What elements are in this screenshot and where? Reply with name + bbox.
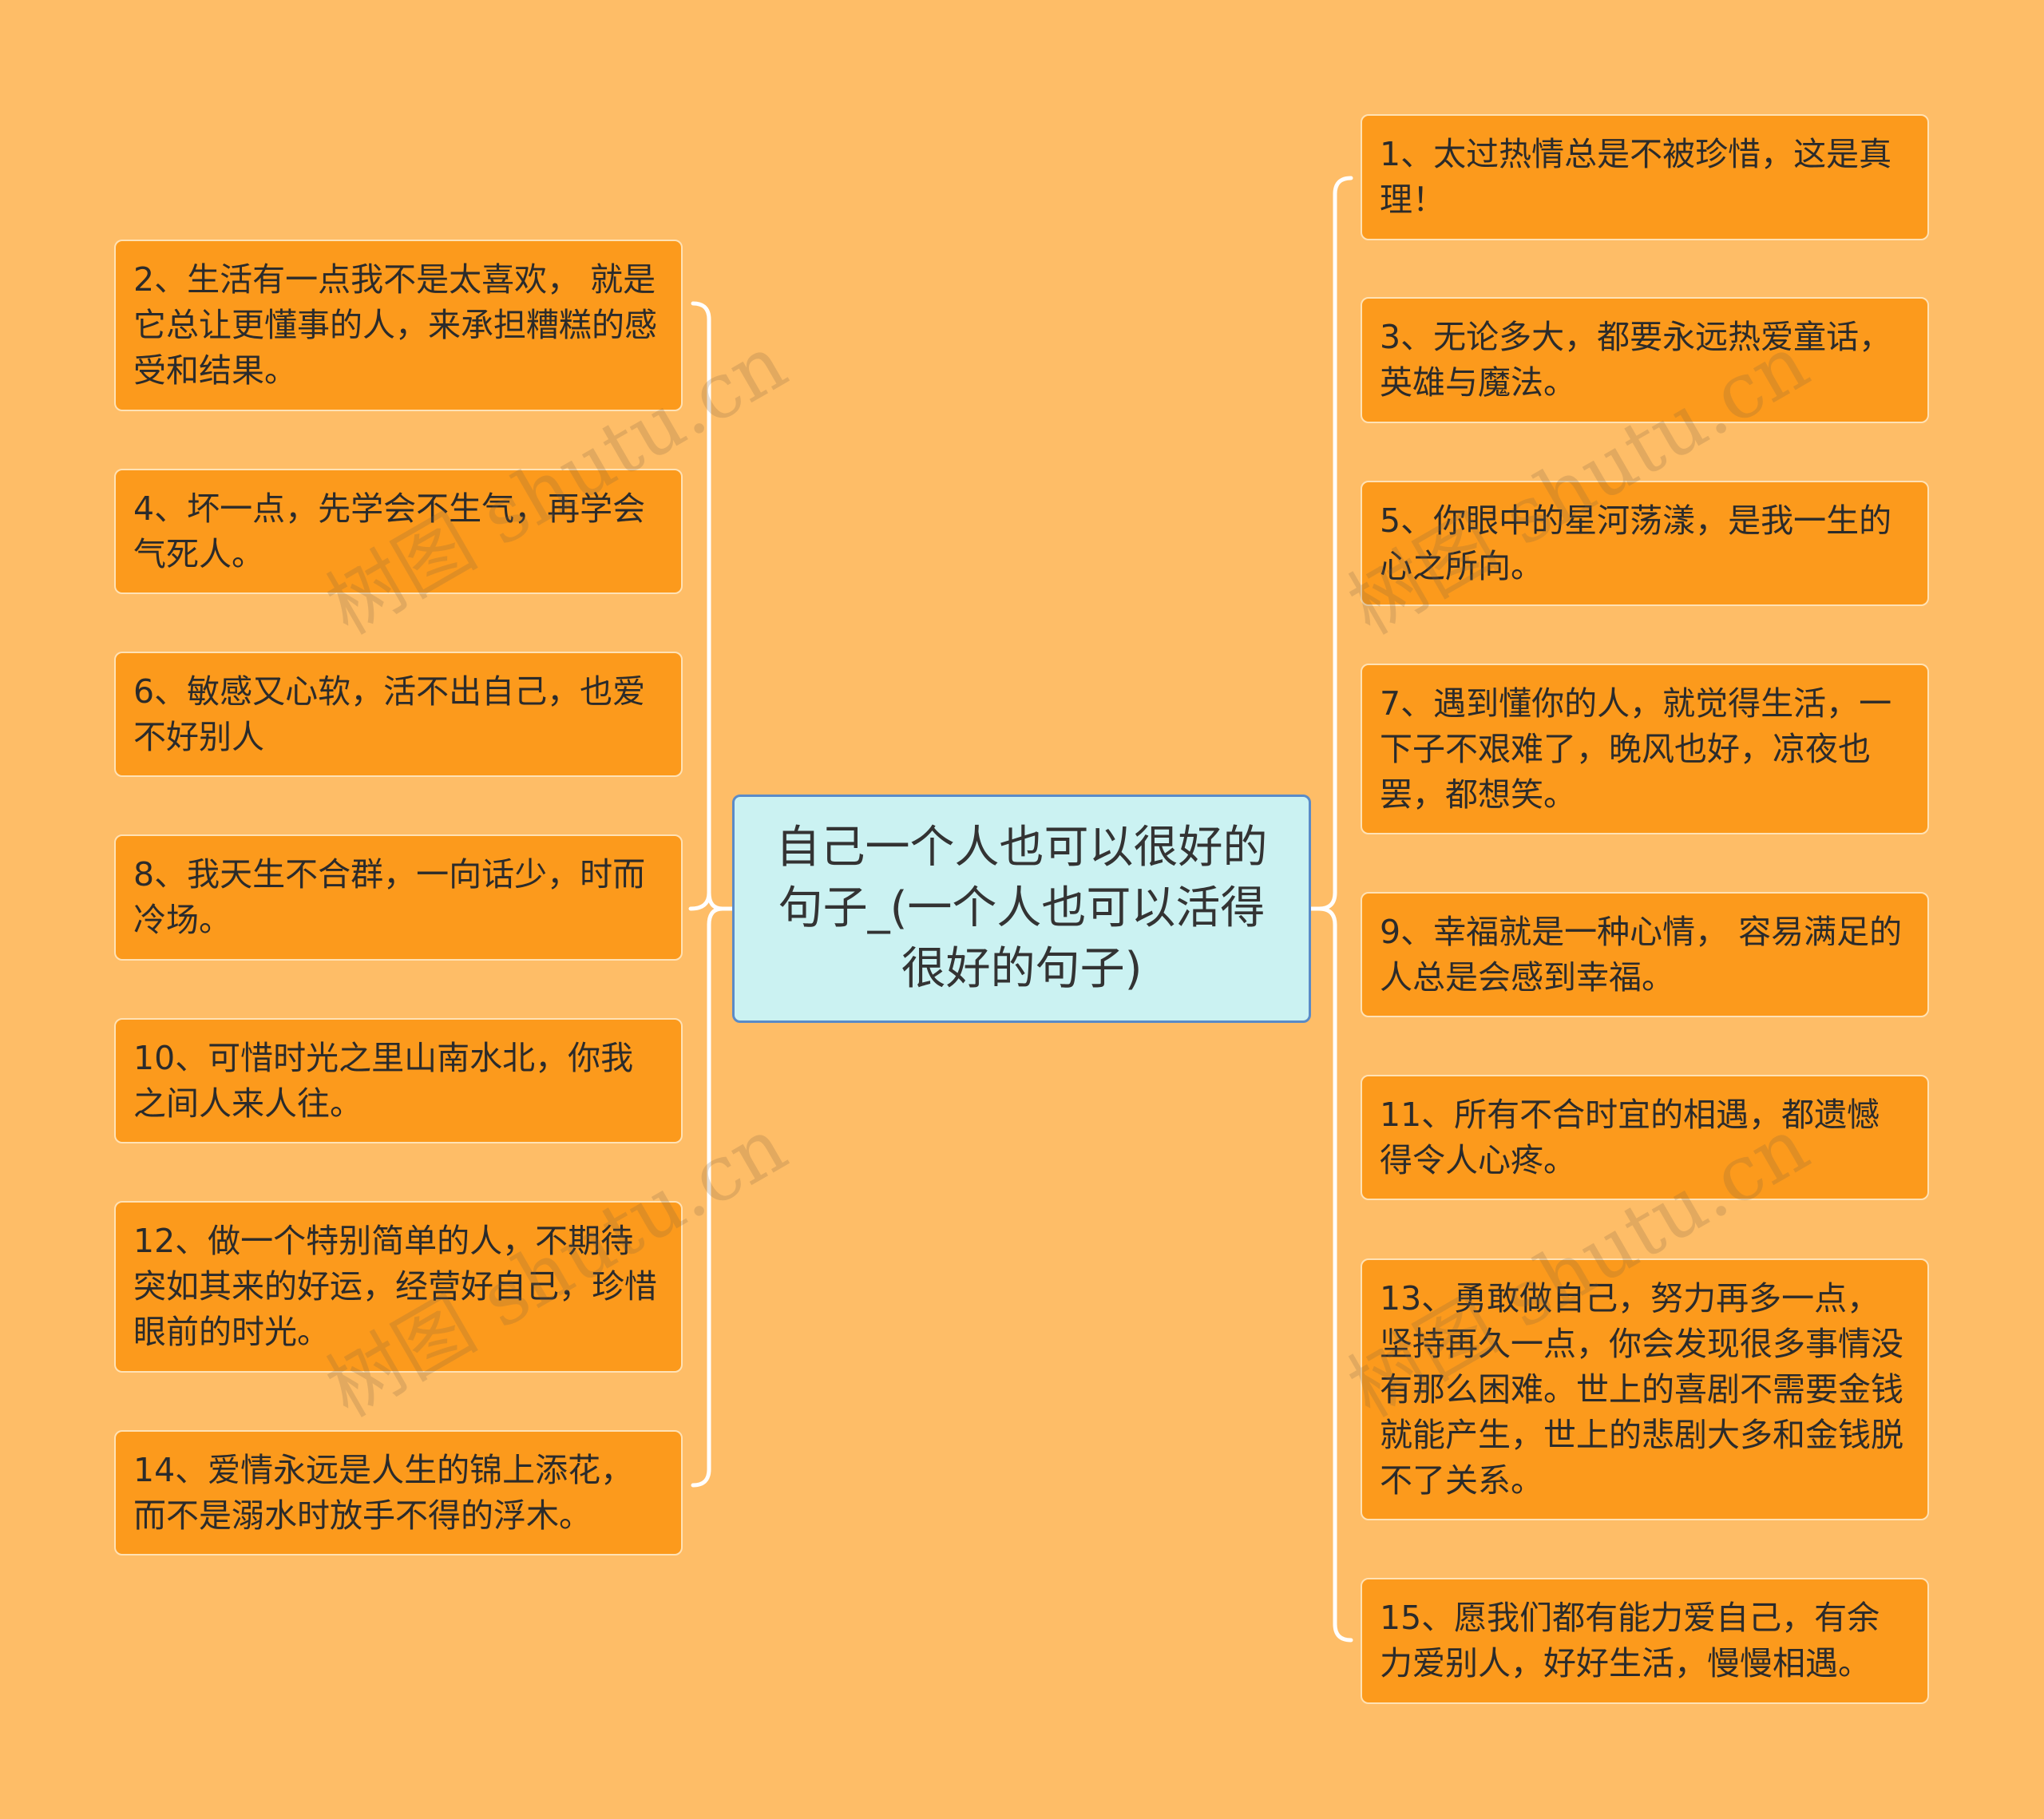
left-item-14[interactable]: 14、爱情永远是人生的锦上添花，而不是溺水时放手不得的浮木。 [114, 1430, 683, 1555]
left-item-12[interactable]: 12、做一个特别简单的人，不期待突如其来的好运，经营好自己，珍惜眼前的时光。 [114, 1201, 683, 1373]
left-item-2-text: 2、生活有一点我不是太喜欢， 就是它总让更懂事的人，来承担糟糕的感受和结果。 [133, 260, 657, 390]
left-item-4[interactable]: 4、坏一点，先学会不生气，再学会气死人。 [114, 469, 683, 594]
right-item-3[interactable]: 3、无论多大，都要永远热爱童话，英雄与魔法。 [1361, 297, 1929, 423]
left-item-10[interactable]: 10、可惜时光之里山南水北，你我之间人来人往。 [114, 1018, 683, 1143]
left-item-10-text: 10、可惜时光之里山南水北，你我之间人来人往。 [133, 1038, 634, 1123]
right-item-11-text: 11、所有不合时宜的相遇，都遗憾得令人心疼。 [1380, 1095, 1880, 1179]
right-item-9[interactable]: 9、幸福就是一种心情， 容易满足的人总是会感到幸福。 [1361, 892, 1929, 1017]
right-item-1[interactable]: 1、太过热情总是不被珍惜，这是真理！ [1361, 114, 1929, 240]
left-item-12-text: 12、做一个特别简单的人，不期待突如其来的好运，经营好自己，珍惜眼前的时光。 [133, 1222, 657, 1351]
right-item-7-text: 7、遇到懂你的人，就觉得生活，一下子不艰难了，晚风也好，凉夜也罢，都想笑。 [1380, 684, 1892, 814]
right-item-11[interactable]: 11、所有不合时宜的相遇，都遗憾得令人心疼。 [1361, 1075, 1929, 1200]
right-item-9-text: 9、幸福就是一种心情， 容易满足的人总是会感到幸福。 [1380, 912, 1903, 997]
left-item-8-text: 8、我天生不合群，一向话少，时而冷场。 [133, 855, 646, 939]
left-connector-bracket-lower [691, 922, 711, 1488]
right-item-13-text: 13、勇敢做自己，努力再多一点，坚持再久一点，你会发现很多事情没有那么困难。世上… [1380, 1278, 1903, 1500]
left-item-14-text: 14、爱情永远是人生的锦上添花，而不是溺水时放手不得的浮木。 [133, 1450, 634, 1535]
right-item-5[interactable]: 5、你眼中的星河荡漾，是我一生的心之所向。 [1361, 481, 1929, 606]
central-topic-text: 自己一个人也可以很好的句子_(一个人也可以活得很好的句子) [775, 822, 1268, 995]
right-item-15-text: 15、愿我们都有能力爱自己，有余力爱别人，好好生活，慢慢相遇。 [1380, 1599, 1880, 1682]
right-item-1-text: 1、太过热情总是不被珍惜，这是真理！ [1380, 135, 1892, 219]
right-item-7[interactable]: 7、遇到懂你的人，就觉得生活，一下子不艰难了，晚风也好，凉夜也罢，都想笑。 [1361, 664, 1929, 834]
right-item-13[interactable]: 13、勇敢做自己，努力再多一点，坚持再久一点，你会发现很多事情没有那么困难。世上… [1361, 1258, 1929, 1520]
right-item-5-text: 5、你眼中的星河荡漾，是我一生的心之所向。 [1380, 501, 1892, 585]
left-item-6[interactable]: 6、敏感又心软，活不出自己，也爱不好别人 [114, 652, 683, 777]
right-item-15[interactable]: 15、愿我们都有能力爱自己，有余力爱别人，好好生活，慢慢相遇。 [1361, 1578, 1929, 1704]
left-item-8[interactable]: 8、我天生不合群，一向话少，时而冷场。 [114, 834, 683, 961]
left-connector-stem [707, 890, 735, 911]
right-item-3-text: 3、无论多大，都要永远热爱童话，英雄与魔法。 [1380, 318, 1892, 402]
right-connector-bracket-lower [1317, 906, 1353, 1643]
left-item-6-text: 6、敏感又心软，活不出自己，也爱不好别人 [133, 672, 646, 756]
left-item-2[interactable]: 2、生活有一点我不是太喜欢， 就是它总让更懂事的人，来承担糟糕的感受和结果。 [114, 240, 683, 411]
central-topic[interactable]: 自己一个人也可以很好的句子_(一个人也可以活得很好的句子) [732, 795, 1311, 1023]
left-connector-bracket [688, 301, 711, 911]
left-item-4-text: 4、坏一点，先学会不生气，再学会气死人。 [133, 489, 646, 573]
right-connector-bracket [1309, 176, 1353, 911]
